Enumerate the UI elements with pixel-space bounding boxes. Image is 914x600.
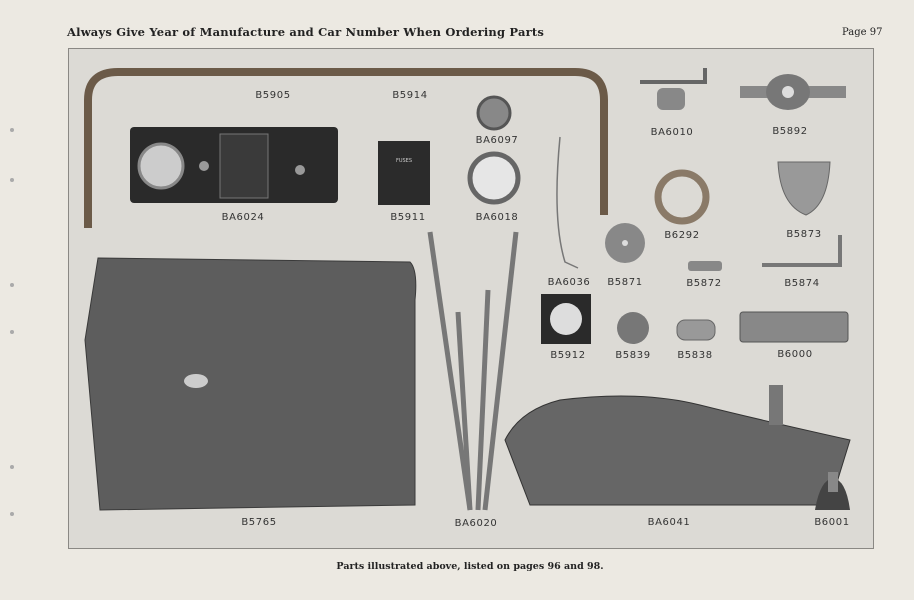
binder-hole xyxy=(10,178,14,182)
binder-hole xyxy=(10,283,14,287)
part-label: B5871 xyxy=(607,277,643,288)
part-label: B5905 xyxy=(255,90,291,101)
part-label: B5838 xyxy=(677,350,713,361)
part-label: BA6010 xyxy=(650,127,694,138)
svg-text:FUSES: FUSES xyxy=(396,158,412,164)
page-number: Page 97 xyxy=(842,27,883,38)
binder-hole xyxy=(10,465,14,469)
binder-hole xyxy=(10,330,14,334)
part-label: B5765 xyxy=(241,517,277,528)
part-label: BA6036 xyxy=(547,277,591,288)
part-label: B5874 xyxy=(784,278,820,289)
part-label: B6000 xyxy=(777,349,813,360)
page-header: Always Give Year of Manufacture and Car … xyxy=(67,25,545,39)
binder-hole xyxy=(10,512,14,516)
bow-part xyxy=(84,68,608,228)
part-label: BA6018 xyxy=(475,212,519,223)
part-label: B5892 xyxy=(772,126,808,137)
fuse-box-part xyxy=(378,141,430,205)
part-label: BA6020 xyxy=(454,518,498,529)
binder-hole xyxy=(10,128,14,132)
caption: Parts illustrated above, listed on pages… xyxy=(336,561,604,572)
body-panel-part xyxy=(84,257,417,511)
part-label: B6292 xyxy=(664,230,700,241)
part-label: B5839 xyxy=(615,350,651,361)
part-label: B5873 xyxy=(786,229,822,240)
part-label: BA6097 xyxy=(475,135,519,146)
part-label: B5914 xyxy=(392,90,428,101)
part-label: BA6041 xyxy=(647,517,691,528)
part-label: B6001 xyxy=(814,517,850,528)
part-label: B5872 xyxy=(686,278,722,289)
part-label: BA6024 xyxy=(221,212,265,223)
part-label: B5912 xyxy=(550,350,586,361)
part-label: B5911 xyxy=(390,212,426,223)
frame-part xyxy=(427,231,519,511)
fuel-tank-part xyxy=(504,395,851,506)
